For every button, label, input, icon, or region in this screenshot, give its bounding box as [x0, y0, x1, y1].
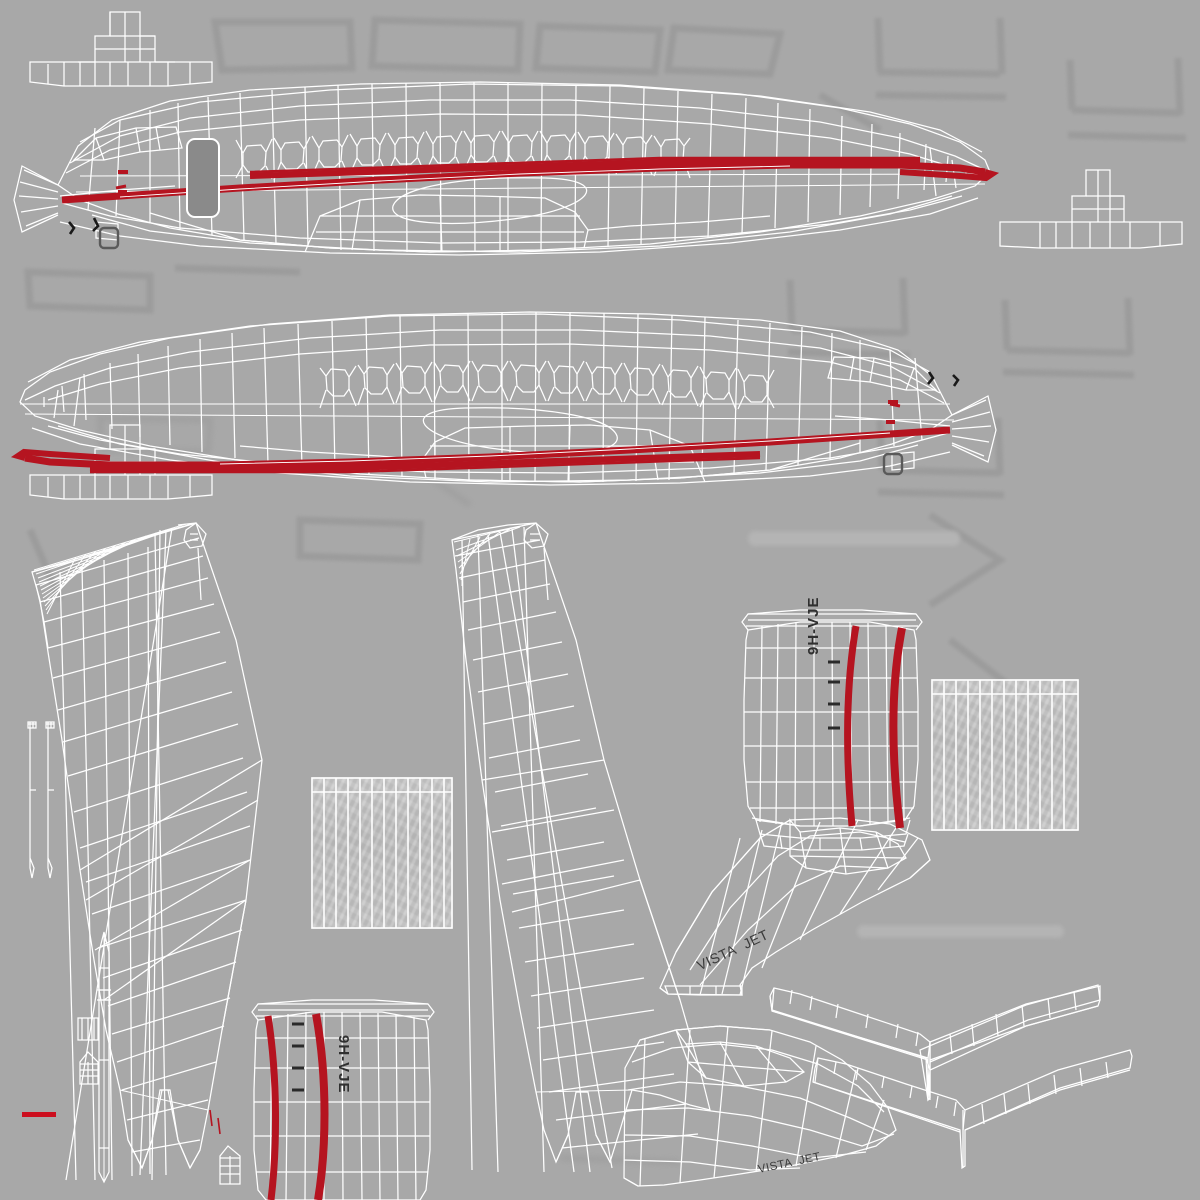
part-engine-nacelle-right: [741, 609, 923, 839]
part-fuselage-starboard: [13, 81, 991, 256]
registration-nacelle-left: 9H-VJE: [335, 1035, 352, 1094]
registration-nacelle-right: 9H-VJE: [805, 596, 822, 655]
part-blade-long: [97, 931, 111, 1184]
nose-hatch: [98, 226, 904, 476]
part-nacelle-bottom-ring: [759, 833, 909, 851]
vistajet-text-a: VISTA: [694, 941, 739, 974]
part-wing-left: [31, 522, 263, 1181]
cabin-windows: [235, 130, 691, 181]
fan-panel-left: [312, 778, 452, 928]
vistajet-text-a-lower: VISTA: [756, 1156, 794, 1176]
ghost-shapes: [24, 16, 1187, 743]
vistajet-wordmark-upper: VISTAJET: [694, 667, 1200, 1200]
part-tailplane-upper-left: [29, 11, 213, 87]
part-wing-right: [451, 522, 711, 1173]
nose-decals: [68, 217, 960, 387]
part-engine-nacelle-left: [251, 999, 435, 1200]
part-tailplane-right: [999, 169, 1183, 249]
soft-bar-upper: [748, 531, 960, 546]
part-fuselage-port: [19, 311, 997, 486]
passenger-door: [186, 138, 220, 218]
cabin-windows-port: [319, 360, 775, 411]
soft-bar-lower: [857, 925, 1064, 938]
part-tailplane-lower-left: [29, 424, 213, 500]
part-antenna-probes: [27, 721, 55, 879]
part-small-details: [77, 1017, 241, 1185]
